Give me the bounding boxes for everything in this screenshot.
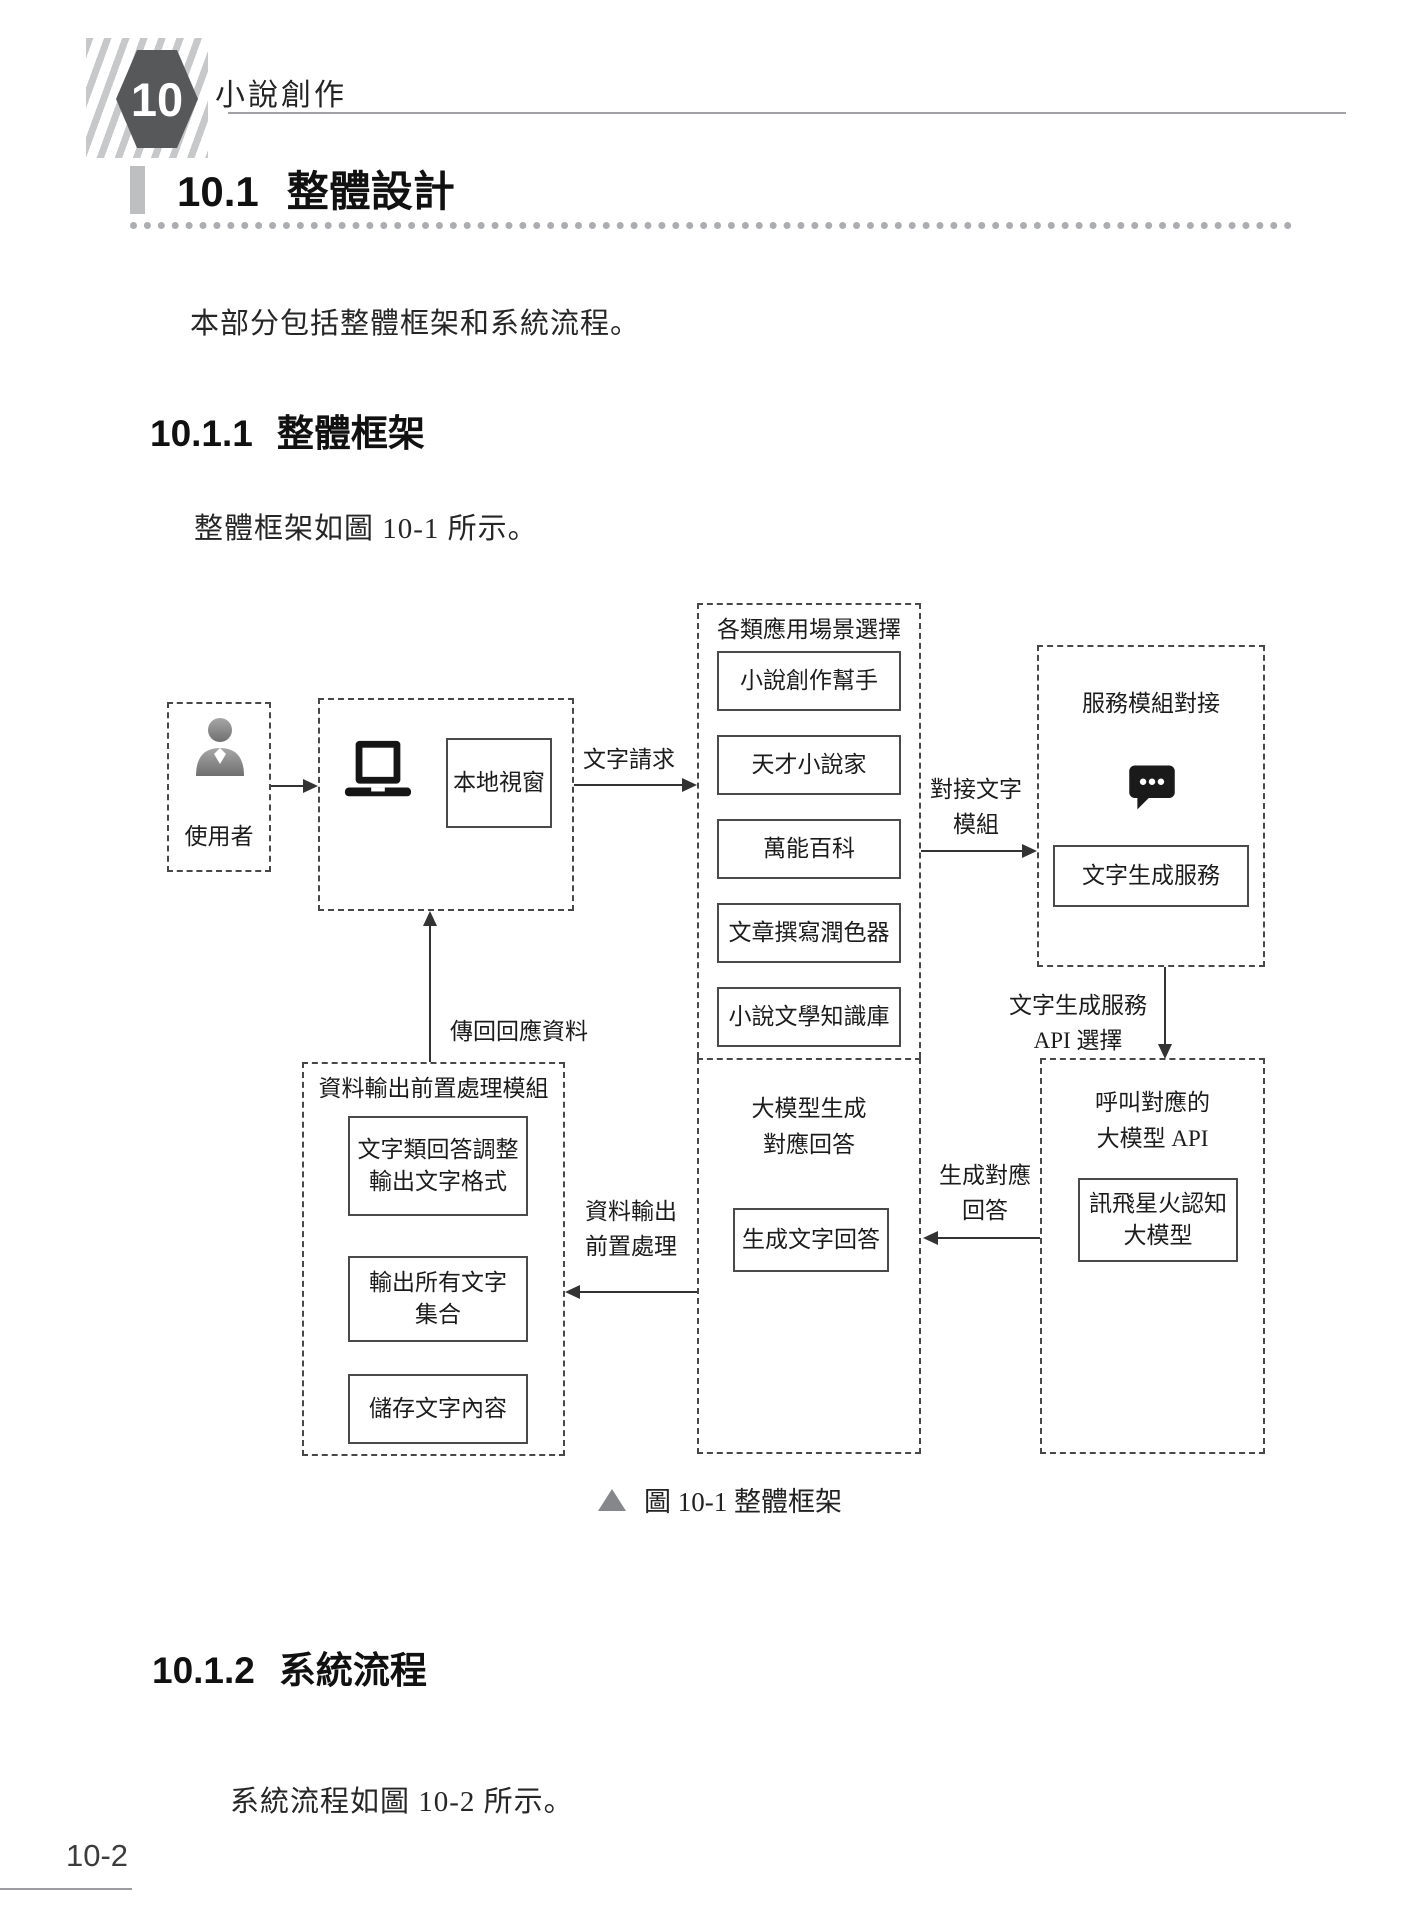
scene-item-label: 天才小說家 xyxy=(751,752,867,777)
output-box1-line1: 文字類回答調整 xyxy=(357,1137,519,1162)
arrowhead-down-icon xyxy=(1158,1044,1172,1059)
page-number: 10-2 xyxy=(66,1838,129,1873)
local-window-box: 本地視窗 xyxy=(446,738,552,828)
arrowhead-up-icon xyxy=(423,911,437,926)
output-box-3: 儲存文字內容 xyxy=(348,1374,528,1444)
output-box3-label: 儲存文字內容 xyxy=(369,1396,507,1421)
node-output-preprocess: 資料輸出前置處理模組 文字類回答調整 輸出文字格式 輸出所有文字 集合 儲存文字… xyxy=(302,1062,565,1456)
section-title: 10.1 整體設計 xyxy=(177,158,455,219)
edge-label-generate: 生成對應 回答 xyxy=(926,1158,1044,1228)
edge-label-api-select-line2: API 選擇 xyxy=(1033,1028,1123,1053)
output-box-1: 文字類回答調整 輸出文字格式 xyxy=(348,1116,528,1216)
edge-label-preprocess-line2: 前置處理 xyxy=(585,1234,677,1259)
subsection-number: 10.1.2 xyxy=(152,1650,255,1691)
scene-item-list: 小說創作幫手 天才小說家 萬能百科 文章撰寫潤色器 小說文學知識庫 xyxy=(717,651,901,1047)
laptop-icon xyxy=(344,740,412,797)
arrow-return-response xyxy=(429,924,431,1062)
subsection-title-text: 整體框架 xyxy=(276,413,425,454)
llm-answer-box: 生成文字回答 xyxy=(733,1208,889,1272)
person-icon xyxy=(196,718,244,776)
section-accent-bar xyxy=(130,166,145,214)
spark-model-line2: 大模型 xyxy=(1123,1223,1193,1248)
edge-label-generate-line1: 生成對應 xyxy=(939,1163,1031,1188)
chapter-number: 10 xyxy=(130,72,184,126)
output-title: 資料輸出前置處理模組 xyxy=(318,1076,549,1101)
arrow-connect-module xyxy=(921,850,1023,852)
arrowhead-left-icon xyxy=(923,1231,938,1245)
spark-model-box: 訊飛星火認知 大模型 xyxy=(1078,1178,1238,1262)
scene-item: 萬能百科 xyxy=(717,819,901,879)
paragraph-figure-ref-2: 系統流程如圖 10-2 所示。 xyxy=(230,1786,574,1818)
edge-label-text-request: 文字請求 xyxy=(583,747,675,772)
arrowhead-right-icon xyxy=(303,779,318,793)
output-box1-line2: 輸出文字格式 xyxy=(369,1169,507,1194)
section-number: 10.1 xyxy=(177,168,259,215)
edge-label-api-select: 文字生成服務 API 選擇 xyxy=(998,988,1158,1058)
spark-model-line1: 訊飛星火認知 xyxy=(1089,1191,1227,1216)
header-rule xyxy=(228,112,1346,114)
llm-answer-label: 生成文字回答 xyxy=(742,1227,880,1252)
edge-label-connect-line1: 對接文字 xyxy=(930,777,1022,802)
user-label: 使用者 xyxy=(184,824,254,849)
scene-item-label: 文章撰寫潤色器 xyxy=(728,920,890,945)
api-title-line2: 大模型 API xyxy=(1096,1126,1209,1151)
node-llm-answer: 大模型生成 對應回答 生成文字回答 xyxy=(697,1058,921,1454)
footer-rule xyxy=(0,1888,132,1890)
output-box2-line2: 集合 xyxy=(415,1302,461,1327)
node-service-module: 服務模組對接 文字生成服務 xyxy=(1037,645,1265,967)
arrow-api-select xyxy=(1164,967,1166,1046)
service-box: 文字生成服務 xyxy=(1053,845,1249,907)
arrow-generate-answer xyxy=(936,1237,1040,1239)
scene-item-label: 小說創作幫手 xyxy=(740,668,878,693)
subsection-title-1011: 10.1.1 整體框架 xyxy=(150,403,425,457)
arrow-user-to-local xyxy=(271,785,304,787)
scene-title: 各類應用場景選擇 xyxy=(717,617,901,642)
llm-title-line1: 大模型生成 xyxy=(751,1096,867,1121)
figure-caption-text: 圖 10-1 整體框架 xyxy=(644,1487,842,1517)
api-title-line1: 呼叫對應的 xyxy=(1095,1090,1210,1115)
service-title: 服務模組對接 xyxy=(1082,691,1220,716)
subsection-title-1012: 10.1.2 系統流程 xyxy=(152,1640,427,1694)
arrowhead-left-icon xyxy=(565,1285,580,1299)
scene-item: 文章撰寫潤色器 xyxy=(717,903,901,963)
arrowhead-right-icon xyxy=(1022,844,1037,858)
hexagon-chapter-badge xyxy=(116,50,198,148)
arrow-text-request xyxy=(574,784,683,786)
edge-label-connect: 對接文字 模組 xyxy=(918,772,1034,842)
output-box-2: 輸出所有文字 集合 xyxy=(348,1256,528,1342)
edge-label-return: 傳回回應資料 xyxy=(450,1019,588,1044)
section-title-text: 整體設計 xyxy=(286,168,455,215)
subsection-number: 10.1.1 xyxy=(150,413,253,454)
llm-title-line2: 對應回答 xyxy=(763,1132,855,1157)
local-window-label: 本地視窗 xyxy=(453,770,545,795)
arrowhead-right-icon xyxy=(682,778,697,792)
node-call-api: 呼叫對應的 大模型 API 訊飛星火認知 大模型 xyxy=(1040,1058,1265,1454)
dotted-divider xyxy=(130,213,1292,229)
edge-label-generate-line2: 回答 xyxy=(962,1198,1008,1223)
scene-item: 天才小說家 xyxy=(717,735,901,795)
node-scene-selection: 各類應用場景選擇 小說創作幫手 天才小說家 萬能百科 文章撰寫潤色器 小說文學知… xyxy=(697,603,921,1078)
scene-item: 小說創作幫手 xyxy=(717,651,901,711)
edge-label-connect-line2: 模組 xyxy=(953,812,999,837)
edge-label-preprocess: 資料輸出 前置處理 xyxy=(572,1194,690,1264)
node-local-window: 本地視窗 xyxy=(318,698,574,911)
scene-item-label: 萬能百科 xyxy=(763,836,855,861)
node-user: 使用者 xyxy=(167,702,271,872)
edge-label-preprocess-line1: 資料輸出 xyxy=(585,1199,677,1224)
service-box-label: 文字生成服務 xyxy=(1082,863,1220,888)
chapter-title: 小說創作 xyxy=(215,79,347,112)
triangle-up-icon xyxy=(598,1488,626,1511)
output-box2-line1: 輸出所有文字 xyxy=(369,1270,507,1295)
figure-caption: 圖 10-1 整體框架 xyxy=(540,1480,900,1519)
scene-item: 小說文學知識庫 xyxy=(717,987,901,1047)
edge-label-api-select-line1: 文字生成服務 xyxy=(1009,993,1147,1018)
paragraph-figure-ref: 整體框架如圖 10-1 所示。 xyxy=(194,513,538,545)
scene-item-label: 小說文學知識庫 xyxy=(728,1004,890,1029)
subsection-title-text: 系統流程 xyxy=(278,1650,427,1691)
chat-bubble-icon xyxy=(1129,765,1175,810)
arrow-data-output xyxy=(579,1291,697,1293)
paragraph-intro: 本部分包括整體框架和系統流程。 xyxy=(190,308,641,340)
